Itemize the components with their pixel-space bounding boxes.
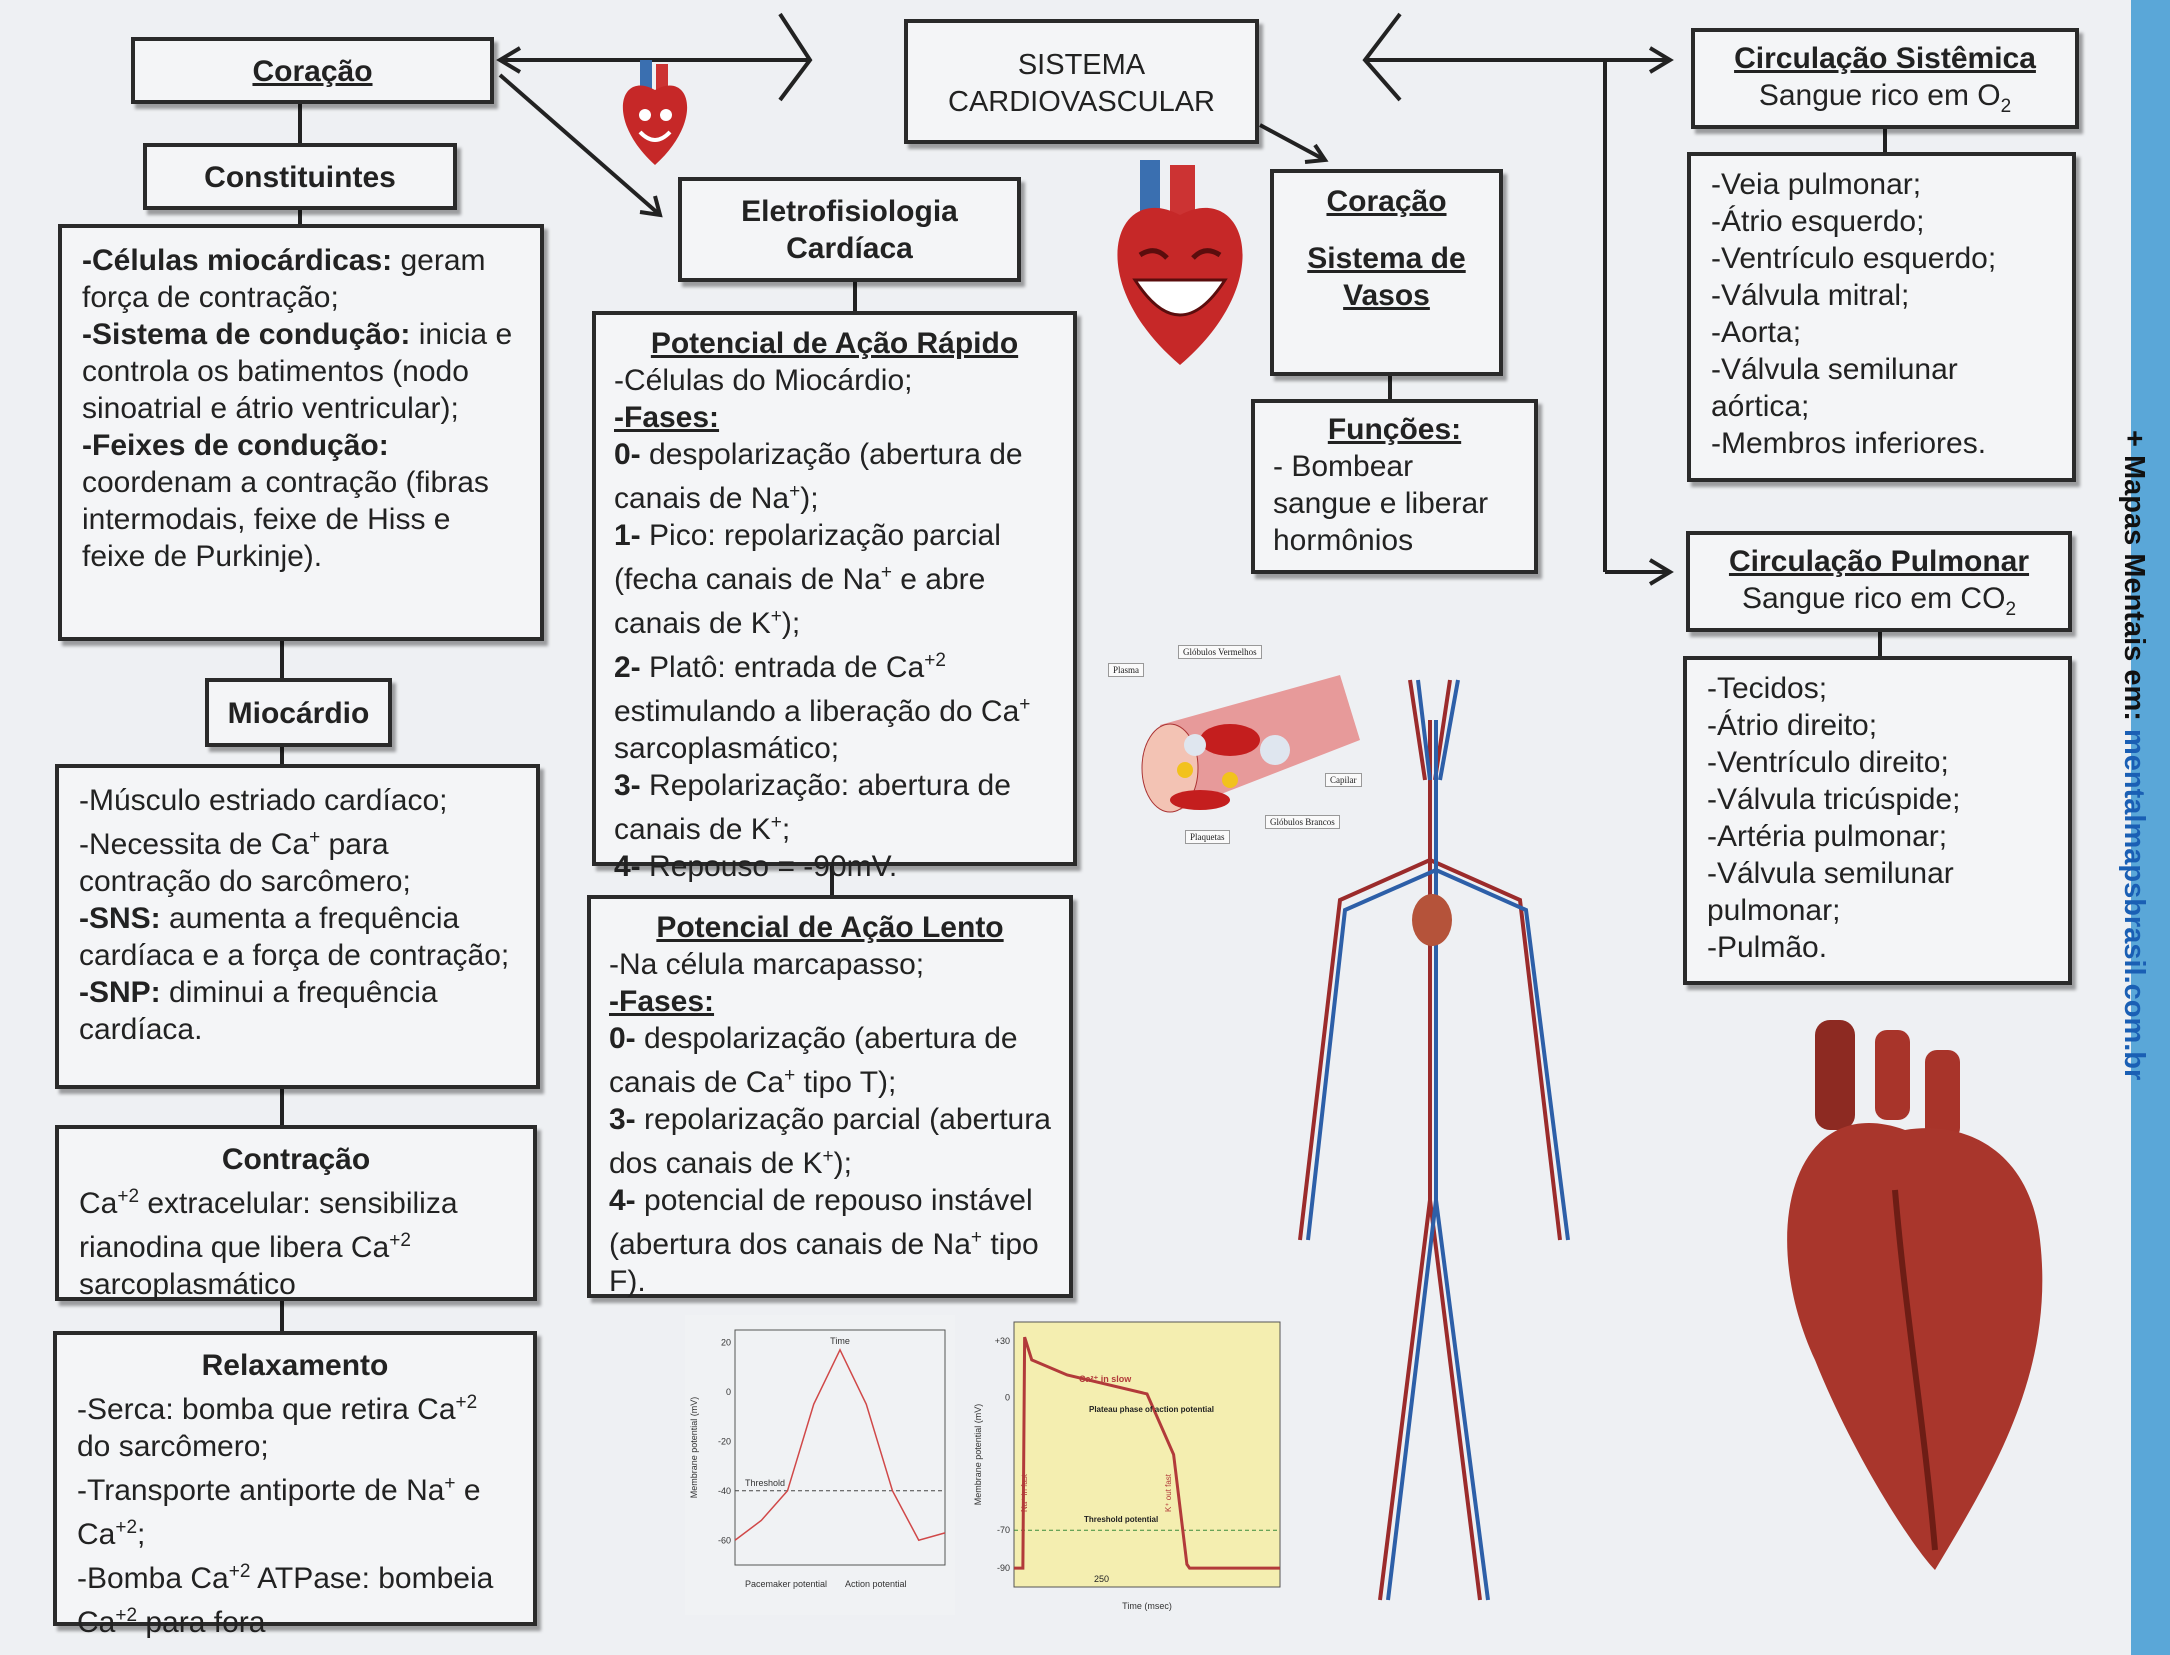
annotation: K⁺ out fast xyxy=(1164,1473,1173,1512)
list-item: -Membros inferiores. xyxy=(1711,427,1987,460)
list-item: -Aorta; xyxy=(1711,316,1802,349)
annotation: 250 xyxy=(1094,1574,1109,1584)
list-item: -Átrio direito; xyxy=(1707,709,1878,742)
annotation: Threshold potential xyxy=(1084,1515,1158,1524)
label-capillary: Capilar xyxy=(1325,773,1362,787)
y-tick-label: 0 xyxy=(1005,1393,1010,1403)
list-item: -Válvula semilunar aórtica; xyxy=(1711,353,1958,423)
list-item: -Válvula mitral; xyxy=(1711,279,1910,312)
list-item: -Ventrículo direito; xyxy=(1707,746,1949,779)
website-credit[interactable]: + Mapas Mentais em: mentalmapsbrasil.com… xyxy=(2118,430,2150,1081)
list-item: -Válvula semilunar pulmonar; xyxy=(1707,857,1954,927)
heart-title-box: Coração xyxy=(131,37,494,104)
sidebar-strip xyxy=(2131,0,2170,1655)
annotation: Pacemaker potential xyxy=(745,1579,827,1589)
list-item: -Artéria pulmonar; xyxy=(1707,820,1948,853)
list-item: -Pulmão. xyxy=(1707,931,1828,964)
vascular-system-illustration xyxy=(1298,679,1570,1601)
series-line xyxy=(1014,1336,1280,1570)
list-item: -Ventrículo esquerdo; xyxy=(1711,242,1997,275)
label-plasma: Plasma xyxy=(1108,663,1144,677)
y-tick-label: 20 xyxy=(721,1337,731,1347)
anatomical-heart-illustration xyxy=(1787,1020,2043,1570)
relaxation-box: Relaxamento -Serca: bomba que retira Ca+… xyxy=(53,1331,537,1639)
y-tick-label: -90 xyxy=(997,1563,1010,1573)
y-tick-label: -40 xyxy=(718,1486,731,1496)
x-axis-label: Time xyxy=(830,1336,850,1346)
blood-vessel-image: Plasma Glóbulos Vermelhos Capilar Glóbul… xyxy=(1100,630,1370,851)
y-tick-label: -60 xyxy=(718,1535,731,1545)
slow-action-potential-box: Potencial de Ação Lento -Na célula marca… xyxy=(587,895,1073,1298)
cartoon-heart-small-icon xyxy=(622,60,688,165)
cartoon-heart-smiling-icon xyxy=(1117,160,1243,365)
y-tick-label: +30 xyxy=(995,1336,1010,1346)
list-item: -Átrio esquerdo; xyxy=(1711,205,1925,238)
myocardium-title-box: Miocárdio xyxy=(205,678,392,747)
systemic-list: -Veia pulmonar; -Átrio esquerdo; -Ventrícu… xyxy=(1687,152,2076,482)
list-item: -Tecidos; xyxy=(1707,672,1828,705)
series-line xyxy=(734,1348,946,1542)
list-item: -Veia pulmonar; xyxy=(1711,168,1922,201)
myocardium-box: -Músculo estriado cardíaco; -Necessita d… xyxy=(55,764,540,1089)
annotation: Threshold xyxy=(745,1478,785,1488)
electrophysiology-title-box: Eletrofisiologia Cardíaca xyxy=(678,177,1021,282)
label-white-cells: Glóbulos Brancos xyxy=(1265,815,1340,829)
y-tick-label: -70 xyxy=(997,1525,1010,1535)
list-item: -Válvula tricúspide; xyxy=(1707,783,1961,816)
y-tick-label: 0 xyxy=(726,1387,731,1397)
plot-frame xyxy=(734,1329,946,1566)
contraction-box: Contração Ca+2 extracelular: sensibiliza… xyxy=(55,1125,537,1301)
label-red-cells: Glóbulos Vermelhos xyxy=(1178,645,1262,659)
annotation: Ca²⁺ in slow xyxy=(1079,1374,1132,1384)
pulmonary-list: -Tecidos; -Átrio direito; -Ventrículo dire… xyxy=(1683,656,2072,985)
functions-box: Funções:- Bombear sangue e liberar hormô… xyxy=(1251,399,1538,574)
label-platelets: Plaquetas xyxy=(1185,830,1230,844)
y-axis-label: Membrane potential (mV) xyxy=(689,1397,699,1499)
plot-area xyxy=(1014,1322,1280,1587)
annotation: Na⁺ in fast xyxy=(1020,1473,1029,1512)
plot-frame xyxy=(1013,1321,1281,1588)
y-axis-label: Membrane potential (mV) xyxy=(973,1404,983,1506)
constituents-box: -Células miocárdicas: geram força de con… xyxy=(58,224,544,641)
annotation: Action potential xyxy=(845,1579,907,1589)
constituents-title-box: Constituintes xyxy=(143,143,457,210)
x-axis-label: Time (msec) xyxy=(1122,1601,1172,1611)
fast-action-potential-box: Potencial de Ação Rápido -Células do Mio… xyxy=(592,311,1077,883)
y-tick-label: -20 xyxy=(718,1436,731,1446)
annotation: Plateau phase of action potential xyxy=(1089,1405,1214,1414)
